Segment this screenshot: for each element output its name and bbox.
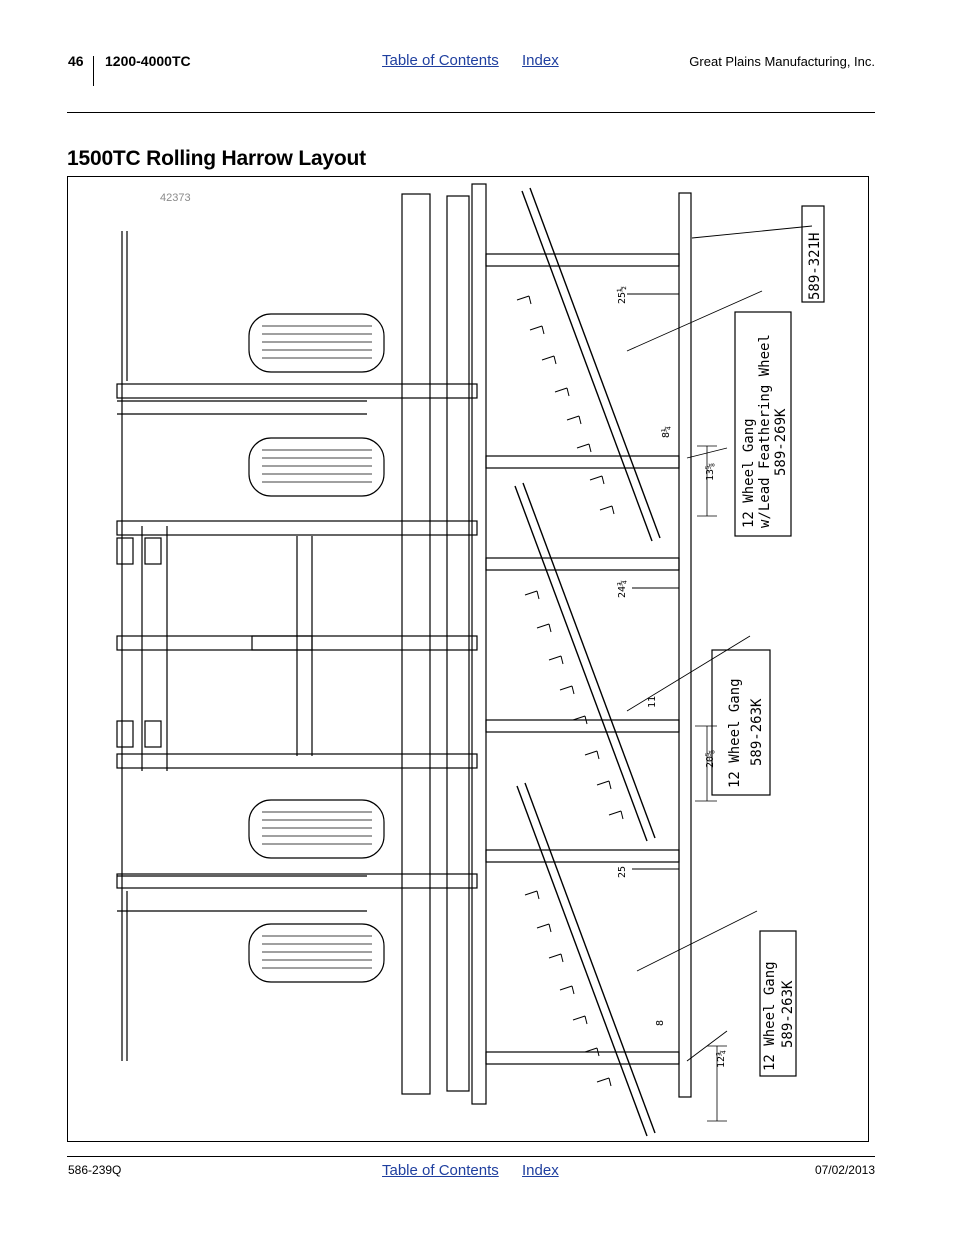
footer-toc-link[interactable]: Table of Contents [382,1162,499,1179]
dimension-label: 8 [655,1020,666,1026]
header-rule [67,112,875,113]
figure-id: 42373 [160,192,191,204]
model-name: 1200-4000TC [105,53,191,69]
frame-rail [401,193,431,1095]
dimension-lines [695,445,727,1122]
leader-lines [626,225,813,1062]
callout-top-part: 589-321H [807,233,823,300]
callout-mid-line2: 589-263K [749,698,765,766]
footer-rule [67,1156,875,1157]
footer-date: 07/02/2013 [814,1163,875,1177]
frame-rail-2 [446,195,470,1092]
header-index-link[interactable]: Index [522,52,559,69]
company-name: Great Plains Manufacturing, Inc. [689,54,875,69]
dimension-label: 24¾ [616,580,628,598]
header-toc-link[interactable]: Table of Contents [382,52,499,69]
header-divider [93,56,94,86]
dimension-label: 25½ [616,286,628,304]
section-title: 1500TC Rolling Harrow Layout [67,147,366,170]
main-toolbar-bar [471,183,487,1105]
callout-lead-line1: 12 Wheel Gang [741,418,757,528]
callout-bottom-line1: 12 Wheel Gang [762,961,778,1071]
dimension-label: 13⅝ [704,463,716,481]
page-number: 46 [68,53,84,69]
wheel-gangs [514,187,661,1137]
harrow-layout-drawing: 589-321H 12 Wheel Gang w/Lead Feathering… [116,183,825,1137]
callout-bottom-line2: 589-263K [780,980,796,1048]
callout-lead-line2: w/Lead Feathering Wheel [757,334,773,528]
callout-lead-line3: 589-269K [773,408,789,476]
hitch-uprights [116,231,313,1061]
tines [516,295,624,1087]
callout-boxes [711,205,825,1077]
footer-index-link[interactable]: Index [522,1162,559,1179]
dimension-label: 25 [617,866,628,878]
harrow-bar [678,192,692,1098]
tires [248,313,385,983]
crossbars [116,253,680,1065]
callout-mid-line1: 12 Wheel Gang [727,678,743,788]
doc-number: 586-239Q [68,1163,122,1177]
figure-frame [67,176,869,1142]
dimension-label: 11 [647,696,658,708]
dimension-label: 12¾ [715,1050,727,1068]
dimension-label: 8¼ [660,426,672,438]
dimension-label: 20⅝ [704,750,716,768]
